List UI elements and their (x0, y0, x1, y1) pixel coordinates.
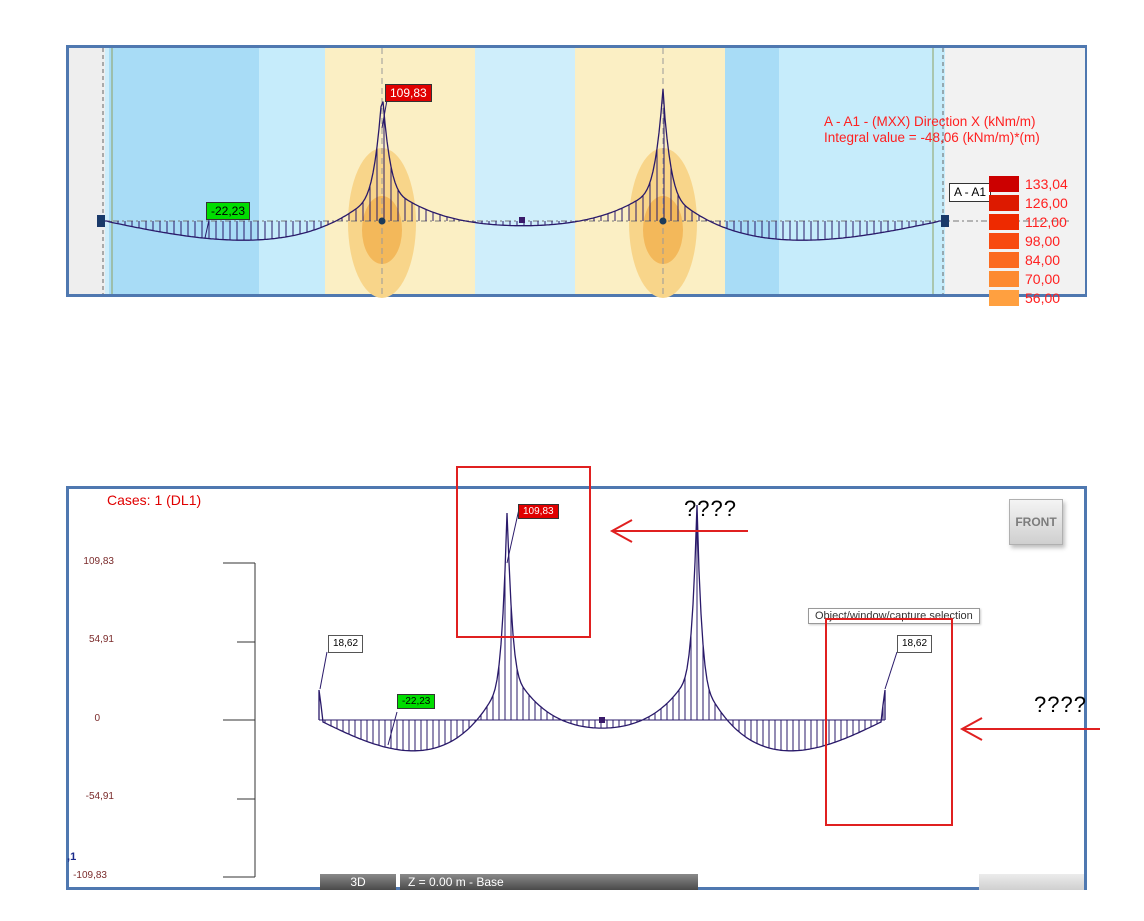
legend-swatch (989, 290, 1019, 306)
axis-label-max: 109,83 (83, 556, 114, 567)
top-min-value-tag: -22,23 (206, 202, 251, 220)
legend-swatch (989, 252, 1019, 268)
view-toolbar-button[interactable] (979, 874, 1084, 890)
legend-swatch (989, 233, 1019, 249)
legend-value: 126,00 (1025, 195, 1068, 211)
left-end-value-tag: 18,62 (328, 635, 364, 653)
moment-diagram (223, 504, 898, 878)
mode-value: 1 (70, 851, 77, 863)
legend-row: 112,00 (989, 214, 1067, 230)
top-max-value-tag: 109,83 (385, 84, 432, 102)
level-selector[interactable]: Z = 0.00 m - Base (400, 874, 698, 890)
mode-indicator: ,1 (67, 851, 76, 863)
axis-label-zero: 0 (94, 713, 100, 724)
view-3d-button[interactable]: 3D (320, 874, 396, 890)
bottom-min-value-tag: -22,23 (397, 694, 436, 709)
annotation-box-peak (456, 466, 591, 638)
right-end-value-tag: 18,62 (897, 635, 933, 653)
legend-value: 133,04 (1025, 176, 1068, 192)
axis-label-neg-half: -54,91 (85, 791, 114, 802)
question-marks-top: ???? (684, 496, 737, 521)
cases-label: Cases: 1 (DL1) (107, 492, 202, 508)
result-title: A - A1 - (MXX) Direction X (kNm/m) Integ… (824, 114, 1040, 146)
legend-row: 133,04 (989, 176, 1068, 192)
top-result-panel: 109,83 -22,23 A - A1 - (MXX) Direction X… (66, 45, 1087, 306)
legend-value: 56,00 (1025, 290, 1061, 306)
integral-value-label: Integral value = -48,06 (kNm/m)*(m) (824, 130, 1040, 145)
stress-map-diagram (69, 48, 1085, 298)
view-cube-front[interactable]: FRONT (1009, 499, 1063, 545)
axis-label-min: -109,83 (73, 870, 107, 881)
annotation-box-end (825, 618, 953, 826)
section-tag[interactable]: A - A1 (949, 183, 992, 202)
legend-swatch (989, 214, 1019, 230)
legend-swatch (989, 195, 1019, 211)
legend-value: 98,00 (1025, 233, 1061, 249)
axis-label-half: 54,91 (88, 634, 114, 645)
legend-value: 70,00 (1025, 271, 1061, 287)
bottom-diagram-panel: Cases: 1 (DL1) 109,83 54,91 0 -54,91 -10… (66, 486, 1087, 890)
legend-row: 126,00 (989, 195, 1068, 211)
legend-swatch (989, 176, 1019, 192)
bottom-max-value-tag: 109,83 (518, 504, 559, 519)
mode-dot: , (67, 851, 71, 863)
legend-row: 56,00 (989, 290, 1060, 306)
legend-value: 84,00 (1025, 252, 1061, 268)
legend-row: 84,00 (989, 252, 1060, 268)
legend-value: 112,00 (1025, 214, 1067, 230)
legend-row: 70,00 (989, 271, 1060, 287)
level-label: Z = 0.00 m - Base (408, 875, 504, 889)
legend-row: 98,00 (989, 233, 1060, 249)
result-direction-label: A - A1 - (MXX) Direction X (kNm/m) (824, 114, 1036, 129)
question-marks-right: ???? (1034, 692, 1087, 717)
legend-swatch (989, 271, 1019, 287)
